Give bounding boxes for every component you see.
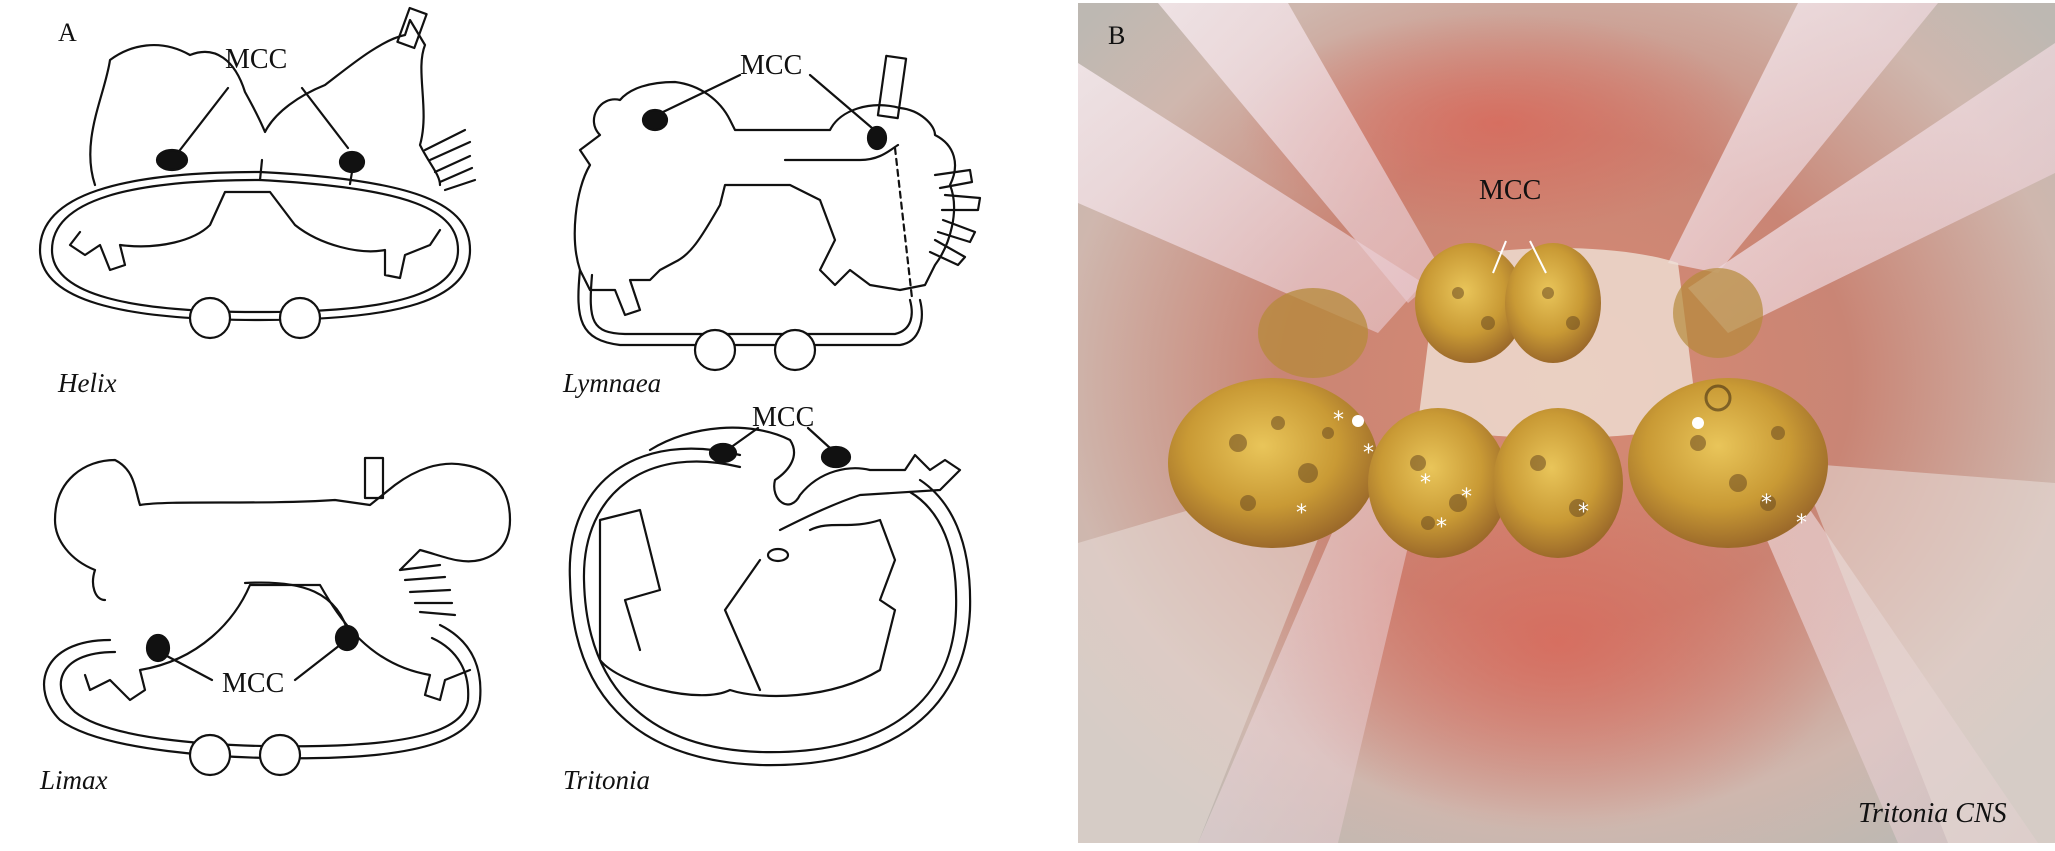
photo-nerve-bundle <box>1798 463 2055 843</box>
lymnaea-pedal-ganglion <box>693 328 737 372</box>
photo-pleural-ganglion-right <box>1628 378 1828 548</box>
tritonia-mcc-right <box>820 445 852 469</box>
tritonia-connective-ring-inner <box>582 460 958 754</box>
photo-mcc-pointer <box>1492 240 1547 274</box>
helix-nerves-right <box>423 128 477 192</box>
photo-star-marker: * <box>1578 500 1589 525</box>
photo-nerve-bundle <box>1078 463 1348 843</box>
helix-connective-ring-inner <box>50 178 460 314</box>
lymnaea-mcc-pointer <box>661 73 874 130</box>
limax-ganglia-outline <box>53 458 512 602</box>
tritonia-central-pore <box>766 547 790 563</box>
photo-star-marker: * <box>1761 491 1772 516</box>
photo-cerebral-ganglion-right <box>1505 243 1601 363</box>
tritonia-ganglia-upper <box>648 426 962 532</box>
helix-pedal-ganglion <box>188 296 232 340</box>
photo-cerebral-ganglion-left <box>1415 243 1525 363</box>
limax-mcc-label: MCC <box>222 668 285 699</box>
photo-nerve-bundle <box>1078 63 1423 333</box>
limax-connective-ring-inner <box>59 636 470 748</box>
photo-star-marker: * <box>1796 511 1807 536</box>
limax-pedal-ganglion <box>188 733 232 777</box>
limax-mcc-pointer <box>163 643 342 682</box>
species-label-lymnaea: Lymnaea <box>563 368 662 398</box>
tritonia-mcc-pointer <box>728 426 832 450</box>
lymnaea-nerves-right <box>928 168 982 267</box>
limax-mcc-right <box>334 624 360 652</box>
lymnaea-mcc-label: MCC <box>740 50 803 81</box>
panel-b-photo: B MCC Tritonia CNS * * * * * * * * * <box>1078 3 2055 843</box>
panel-a-drawings <box>38 6 982 777</box>
panel-b-letter: B <box>1108 21 1126 50</box>
species-label-tritonia: Tritonia <box>563 765 651 795</box>
photo-neuron-speckle <box>1229 287 1785 530</box>
photo-star-marker: * <box>1420 471 1431 496</box>
photo-nerve-bundle <box>1668 3 1938 273</box>
photo-buccal-ganglion-left <box>1258 288 1368 378</box>
lymnaea-connective-ring-inner <box>589 273 913 336</box>
tritonia-cns-micrograph <box>1078 3 2055 843</box>
limax-mcc-left <box>145 633 171 663</box>
photo-nerve-bundle <box>1158 3 1443 303</box>
panel-a-letter: A <box>58 18 77 47</box>
photo-buccal-ganglion-right <box>1673 268 1763 358</box>
photo-pleural-ganglion-left <box>1168 378 1378 548</box>
limax-pedal-ganglion <box>258 733 302 777</box>
helix-diagram <box>38 6 477 340</box>
limax-commissure <box>243 581 352 642</box>
lymnaea-nerve-stub <box>876 54 908 120</box>
helix-mcc-right <box>338 150 366 174</box>
photo-star-marker: * <box>1461 485 1472 510</box>
photo-star-marker: * <box>1333 408 1344 433</box>
photo-nerve-bundle <box>1688 43 2055 333</box>
photo-mcc-label: MCC <box>1479 175 1542 206</box>
limax-nerves-right <box>398 563 457 617</box>
photo-star-marker: * <box>1436 515 1447 540</box>
photo-bright-spot <box>1352 415 1364 427</box>
lymnaea-diagram <box>573 54 982 372</box>
lymnaea-cerebral-commissure <box>783 143 900 162</box>
helix-mcc-left <box>155 148 189 172</box>
limax-diagram <box>43 456 512 777</box>
helix-pedal-ganglion <box>278 296 322 340</box>
species-label-limax: Limax <box>40 765 108 795</box>
photo-caption: Tritonia CNS <box>1858 798 2007 829</box>
helix-nerve-stub <box>396 6 428 50</box>
limax-ganglia-lower <box>83 583 472 702</box>
tritonia-diagram <box>568 426 972 767</box>
tritonia-connective-ring-outer <box>568 447 972 767</box>
lymnaea-dashed-connective <box>893 146 914 300</box>
tritonia-mcc-label: MCC <box>752 402 815 433</box>
helix-ganglia-outline <box>89 18 442 187</box>
lymnaea-pedal-ganglion <box>773 328 817 372</box>
helix-mcc-label: MCC <box>225 44 288 75</box>
photo-pedal-ganglion-left <box>1368 408 1508 558</box>
panel-a: A MCC MCC MCC MCC Helix Lymnaea Limax Tr… <box>38 6 982 795</box>
limax-nerve-stub <box>363 456 385 500</box>
photo-nerve-bundle <box>1198 473 1423 843</box>
lymnaea-ganglia-outline <box>573 80 957 317</box>
lymnaea-mcc-left <box>641 108 669 132</box>
tritonia-inner-lobes <box>598 508 897 698</box>
lymnaea-mcc-right <box>866 125 888 151</box>
helix-connective-ring-outer <box>38 170 472 322</box>
photo-star-marker: * <box>1296 501 1307 526</box>
helix-mcc-pointer <box>178 86 350 152</box>
photo-bright-spot <box>1692 417 1704 429</box>
lymnaea-connective-ring <box>577 268 923 347</box>
photo-pedal-ganglion-right <box>1493 408 1623 558</box>
helix-ganglia-lower <box>68 190 442 280</box>
photo-star-marker: * <box>1363 441 1374 466</box>
species-label-helix: Helix <box>58 368 117 398</box>
